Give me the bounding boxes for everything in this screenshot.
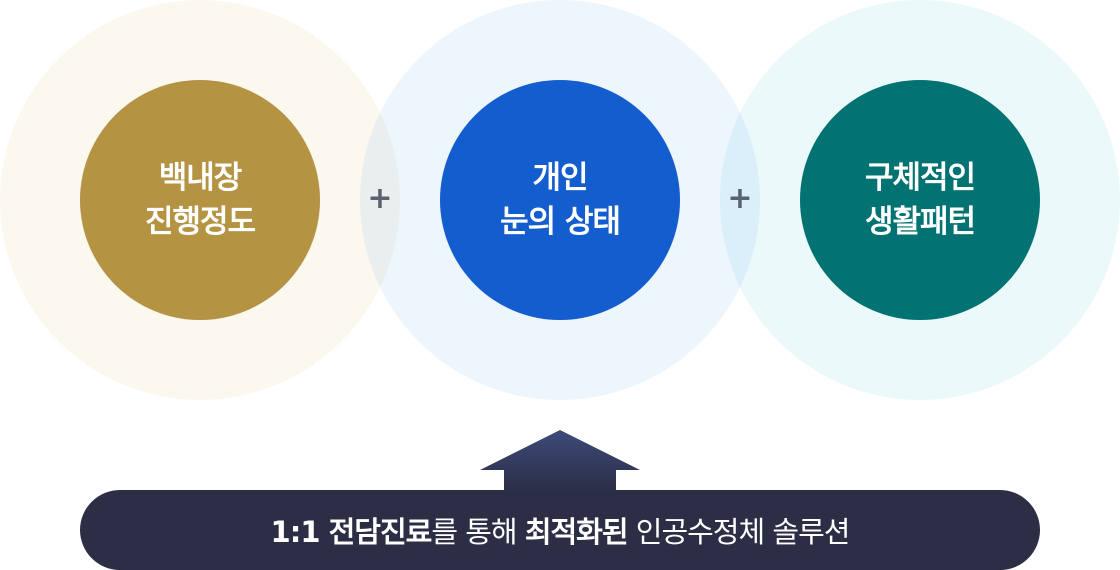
banner-text-iol-solution: 인공수정체 솔루션 — [627, 515, 851, 549]
circle-label-line1: 백내장 — [158, 160, 243, 196]
circle-label-line1: 구체적인 — [864, 160, 976, 196]
banner-text-dedicated-care: 1:1 전담진료 — [270, 515, 433, 549]
plus-icon: + — [367, 181, 393, 216]
circle-label-line2: 진행정도 — [144, 204, 256, 240]
up-arrow-icon — [480, 430, 640, 492]
banner-text-through: 를 통해 — [431, 515, 525, 549]
circle-eye-condition: 개인 눈의 상태 — [440, 80, 680, 320]
circle-lifestyle-pattern: 구체적인 생활패턴 — [800, 80, 1040, 320]
circle-label-line1: 개인 — [532, 160, 588, 196]
circle-cataract-progress: 백내장 진행정도 — [80, 80, 320, 320]
circle-label-line2: 눈의 상태 — [500, 204, 621, 240]
banner-text-optimized: 최적화된 — [524, 515, 629, 549]
plus-icon: + — [727, 181, 753, 216]
circle-label-line2: 생활패턴 — [864, 204, 976, 240]
